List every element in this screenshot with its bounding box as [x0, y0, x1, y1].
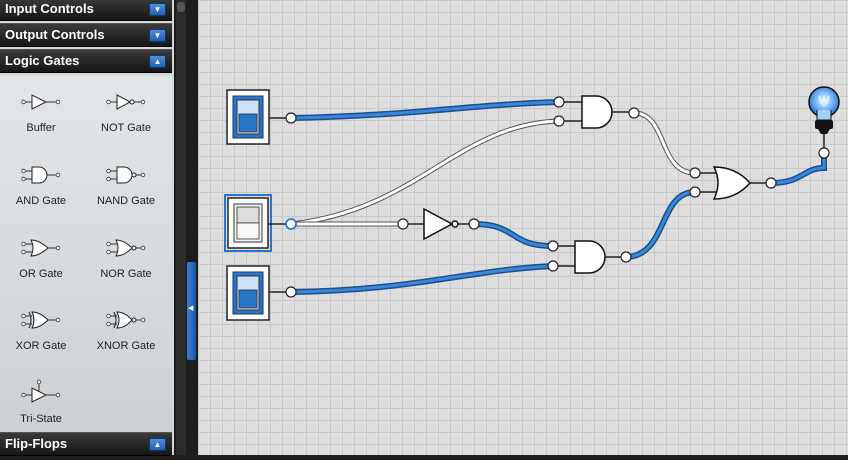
gate-label: NAND Gate	[96, 195, 156, 207]
light-bulb-icon[interactable]	[808, 86, 840, 149]
scrollbar-thumb[interactable]	[177, 2, 185, 12]
or-gate-icon	[21, 239, 61, 257]
gate-label: AND Gate	[15, 195, 67, 207]
xnor-gate-icon	[106, 311, 146, 329]
pin-switch1-out	[285, 112, 297, 124]
nor-gate-icon	[106, 239, 146, 257]
palette-or-gate[interactable]: OR Gate	[2, 226, 80, 288]
collapse-toggle-icon[interactable]: ▲	[149, 438, 166, 451]
active-wires	[288, 99, 827, 295]
toggle-switch-1[interactable]	[226, 89, 286, 145]
not-gate-icon	[106, 94, 146, 110]
section-title: Output Controls	[5, 27, 105, 42]
gate-label: Buffer	[26, 122, 56, 134]
sidebar-collapse-handle[interactable]: ◀	[187, 262, 196, 360]
component-sidebar: Input Controls ▼ Output Controls ▼ Logic…	[0, 0, 174, 456]
circuit-canvas[interactable]	[198, 0, 848, 455]
and-gate-icon	[21, 166, 61, 184]
section-logic-gates[interactable]: Logic Gates ▲	[0, 49, 172, 73]
pin-or-out	[765, 177, 777, 189]
logic-gates-palette: Buffer NOT Gate AND Ga	[0, 76, 172, 432]
pin-and1-out	[628, 107, 640, 119]
toggle-switch-3[interactable]	[226, 265, 286, 321]
section-flip-flops[interactable]: Flip-Flops ▲	[0, 432, 172, 456]
arrow-left-icon: ◀	[188, 305, 194, 312]
pin-bulb-in	[818, 147, 830, 159]
wire-and2-or	[622, 189, 698, 260]
buffer-gate-icon	[21, 94, 61, 110]
palette-xor-gate[interactable]: XOR Gate	[2, 298, 80, 360]
pin-switch3-out	[285, 286, 297, 298]
expand-toggle-icon[interactable]: ▼	[149, 29, 166, 42]
tri-state-gate-icon	[21, 379, 61, 403]
gate-label: Tri-State	[20, 413, 62, 425]
gate-label: XOR Gate	[15, 340, 67, 352]
pin-and2-in-a	[547, 240, 559, 252]
pin-or-in-b	[689, 186, 701, 198]
section-input-controls[interactable]: Input Controls ▼	[0, 0, 172, 21]
not-gate[interactable]	[408, 207, 469, 241]
pin-not-in	[397, 218, 409, 230]
inactive-wires	[288, 110, 698, 227]
pin-and2-out	[620, 251, 632, 263]
and-gate-1[interactable]	[564, 95, 629, 129]
and-gate-2[interactable]	[558, 240, 621, 274]
nand-gate-icon	[106, 166, 146, 184]
gate-label: NOT Gate	[101, 122, 151, 134]
sidebar-scrollbar[interactable]	[176, 0, 186, 455]
palette-buffer[interactable]: Buffer	[2, 80, 80, 142]
or-gate[interactable]	[700, 166, 766, 200]
pin-and1-in-b	[553, 115, 565, 127]
palette-nand-gate[interactable]: NAND Gate	[87, 153, 165, 215]
palette-tri-state[interactable]: Tri-State	[2, 371, 80, 433]
palette-and-gate[interactable]: AND Gate	[2, 153, 80, 215]
gate-label: XNOR Gate	[96, 340, 156, 352]
palette-xnor-gate[interactable]: XNOR Gate	[87, 298, 165, 360]
pin-and2-in-b	[547, 260, 559, 272]
collapse-toggle-icon[interactable]: ▲	[149, 55, 166, 68]
pin-switch2-out	[285, 218, 297, 230]
wire-switch2-and1	[288, 118, 562, 227]
palette-not-gate[interactable]: NOT Gate	[87, 80, 165, 142]
pin-not-out	[468, 218, 480, 230]
toggle-switch-2[interactable]	[224, 194, 286, 252]
pin-or-in-a	[689, 167, 701, 179]
section-title: Input Controls	[5, 1, 94, 16]
pin-and1-in-a	[553, 96, 565, 108]
section-title: Flip-Flops	[5, 436, 68, 451]
section-title: Logic Gates	[5, 53, 80, 68]
xor-gate-icon	[21, 311, 61, 329]
connection-pins[interactable]	[285, 96, 830, 298]
expand-toggle-icon[interactable]: ▼	[149, 3, 166, 16]
palette-nor-gate[interactable]: NOR Gate	[87, 226, 165, 288]
gate-label: OR Gate	[19, 268, 63, 280]
circuit-diagram[interactable]	[198, 0, 848, 455]
gate-label: NOR Gate	[100, 268, 152, 280]
section-output-controls[interactable]: Output Controls ▼	[0, 23, 172, 47]
